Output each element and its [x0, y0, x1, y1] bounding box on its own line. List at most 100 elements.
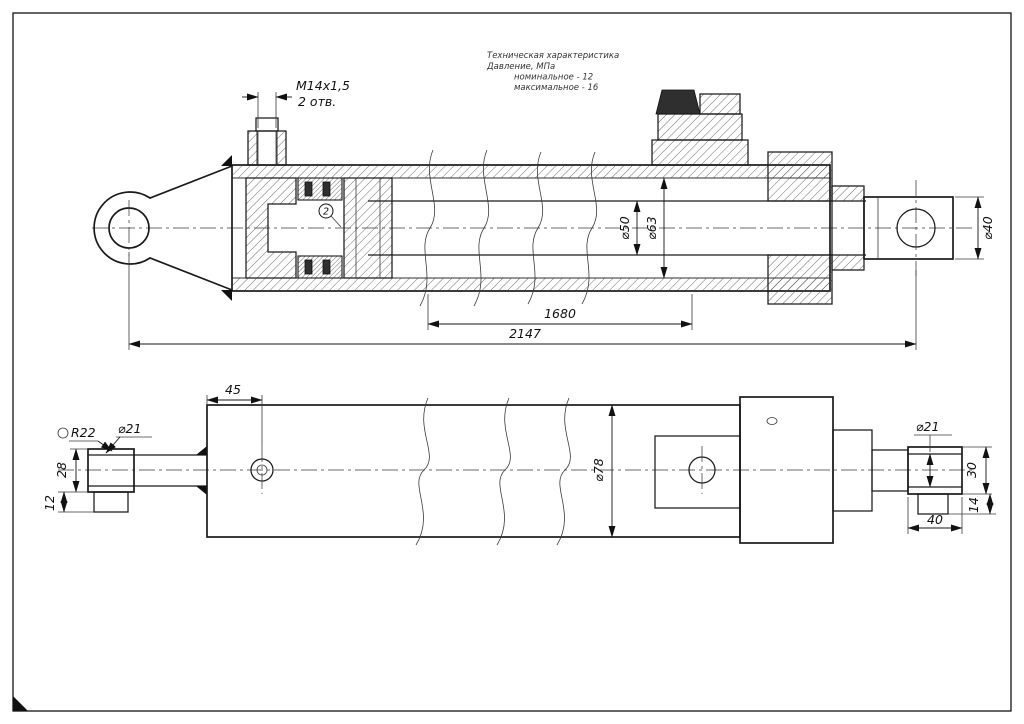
port-nipple [255, 117, 279, 132]
dim-1680: 1680 [427, 294, 693, 330]
weld-mark [221, 290, 232, 301]
dim-tube-od-label: ⌀78 [591, 458, 606, 481]
piston-section [343, 177, 393, 279]
dim-rod-dia-label: ⌀50 [617, 216, 632, 239]
tube-wall-hatch-bottom [231, 277, 831, 292]
r22-marker-circle [57, 427, 69, 439]
rod-end [863, 180, 954, 276]
weld-mark [196, 446, 207, 455]
break-line [415, 397, 430, 546]
dim-40: 40 [907, 497, 963, 534]
dim-40-label: 40 [927, 512, 943, 527]
gland-section-bottom [767, 254, 833, 305]
dim-r22-label: R22 [71, 425, 96, 440]
break-line [419, 149, 435, 307]
dim-14: 14 [948, 493, 996, 515]
break-lines-top [419, 149, 597, 307]
leader-line [105, 436, 121, 454]
port-block-base [651, 139, 749, 166]
tech-spec-block: Техническая характеристика Давление, МПа… [486, 51, 619, 93]
weld-mark [221, 155, 232, 166]
port-boss-hatch [276, 130, 287, 166]
item-callout-balloon [318, 203, 334, 219]
eye-hub [93, 491, 129, 513]
dim-45-label: 45 [225, 382, 241, 397]
break-line [581, 151, 597, 305]
tech-spec-title: Техническая характеристика [487, 51, 619, 61]
break-line [496, 397, 511, 546]
left-eye-end [87, 446, 207, 513]
seal-ring [304, 181, 313, 197]
body-outline [206, 404, 741, 538]
top-view: 2 [92, 78, 995, 350]
rear-port-boss [654, 435, 741, 509]
port-boss-left [247, 117, 287, 166]
dim-bore-dia: ⌀63 [644, 177, 668, 279]
dim-2147-label: 2147 [509, 326, 541, 341]
dim-14-label: 14 [966, 497, 981, 513]
right-eye-hub [917, 493, 949, 515]
sheet-frame [12, 12, 1012, 712]
dim-12-label: 12 [42, 495, 57, 511]
gland-assembly [767, 151, 865, 305]
dim-rod-dia: ⌀50 [617, 200, 641, 256]
retainer-hatch-top [831, 185, 865, 202]
dim-eye-hole-right: ⌀21 [914, 419, 952, 488]
dim-28-label: 28 [54, 462, 69, 478]
gland-collar [832, 429, 873, 512]
break-line [473, 149, 489, 307]
rod-end-outline [863, 196, 954, 260]
seal-ring [304, 259, 313, 275]
bottom-view: 45 R22 ⌀21 28 12 ⌀ [42, 382, 996, 546]
tech-spec-nominal: номинальное - 12 [514, 73, 593, 83]
dim-28: 28 [54, 448, 88, 493]
dim-thread: M14x1,5 2 отв. [242, 78, 350, 128]
break-line [527, 151, 543, 305]
callout-leader [330, 215, 342, 228]
port-block-mid [657, 113, 743, 141]
item-callout-number: 2 [323, 207, 329, 218]
dim-2147: 2147 [128, 252, 917, 350]
dims-bottom-view: 45 R22 ⌀21 28 12 ⌀ [42, 382, 996, 538]
port-fitting-cap [655, 89, 701, 115]
end-cap-section [245, 177, 297, 279]
break-lines-bottom [415, 397, 571, 546]
set-screw-hole [766, 417, 778, 425]
dim-thread-note: 2 отв. [298, 94, 336, 109]
dim-1680-label: 1680 [544, 306, 576, 321]
dim-12: 12 [42, 491, 94, 513]
right-end-assembly [739, 396, 963, 544]
seal-ring [322, 259, 331, 275]
rod-shank [871, 449, 909, 492]
clevis-outline [93, 165, 233, 291]
dim-30: 30 [962, 446, 992, 495]
dim-bore-dia-label: ⌀63 [644, 216, 659, 239]
tech-spec-maximal: максимальное - 16 [514, 83, 599, 93]
dims-top-view: M14x1,5 2 отв. ⌀50 ⌀63 1680 2147 [128, 78, 995, 350]
dim-eye-hole-right-label: ⌀21 [916, 419, 939, 434]
border-frame [12, 12, 1012, 712]
dim-tube-od: ⌀78 [591, 404, 616, 538]
dim-eye-hole-left-label: ⌀21 [118, 421, 141, 436]
break-line [556, 397, 571, 546]
port-block-right [651, 89, 749, 166]
tube-wall-hatch-top [231, 164, 831, 179]
clevis-end [93, 155, 233, 301]
retainer-hatch-bottom [831, 254, 865, 271]
tech-spec-pressure: Давление, МПа [486, 62, 555, 72]
corner-mark [13, 696, 28, 711]
dim-rod-end-dia: ⌀40 [955, 196, 995, 260]
piston-assembly: 2 [245, 177, 393, 279]
port-fitting-body [699, 93, 741, 115]
dim-30-label: 30 [964, 462, 979, 478]
dim-r22: R22 [57, 425, 113, 452]
dim-45: 45 [206, 382, 263, 446]
dim-eye-hole-left: ⌀21 [105, 421, 152, 454]
weld-mark [196, 486, 207, 495]
dim-rod-end-dia-label: ⌀40 [980, 216, 995, 239]
seal-ring [322, 181, 331, 197]
gland-section-top [767, 151, 833, 202]
cylinder-body [206, 404, 741, 538]
